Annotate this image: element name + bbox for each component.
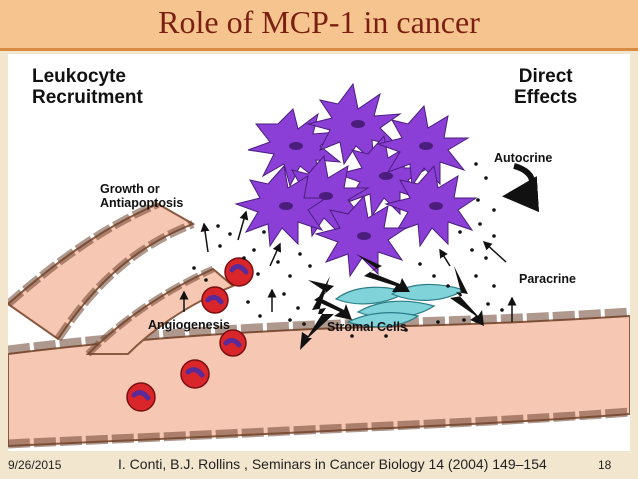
autocrine-label: Autocrine bbox=[494, 151, 553, 165]
mcp1-diagram: Leukocyte Recruitment Direct Effects Gro… bbox=[8, 54, 630, 451]
diagram-drawing bbox=[8, 82, 630, 449]
direct-effects-label: Direct Effects bbox=[514, 66, 578, 108]
stromal-cells-label: Stromal Cells bbox=[327, 320, 407, 334]
growth-antiapoptosis-label: Growth or Antiapoptosis bbox=[100, 182, 184, 210]
main-blood-vessel bbox=[8, 307, 630, 449]
stromal-cells bbox=[334, 283, 466, 328]
paracrine-label: Paracrine bbox=[519, 272, 576, 286]
blood-cells bbox=[126, 257, 254, 412]
slide-date: 9/26/2015 bbox=[8, 458, 62, 472]
leukocyte-recruitment-label: Leukocyte Recruitment bbox=[32, 66, 143, 108]
angiogenesis-label: Angiogenesis bbox=[148, 318, 230, 332]
tumor-cell-cluster bbox=[234, 82, 478, 278]
autocrine-arrow bbox=[502, 163, 540, 213]
arrows bbox=[179, 210, 517, 322]
slide-citation: I. Conti, B.J. Rollins , Seminars in Can… bbox=[118, 456, 547, 472]
tumor-nuclei bbox=[279, 120, 443, 240]
title-bar bbox=[0, 0, 638, 51]
slide-page-number: 18 bbox=[598, 458, 612, 472]
branch-vessels bbox=[8, 200, 235, 357]
lightning-bolts bbox=[300, 254, 484, 350]
slide-title: Role of MCP-1 in cancer bbox=[158, 4, 480, 40]
chemokine-dots bbox=[192, 162, 504, 338]
